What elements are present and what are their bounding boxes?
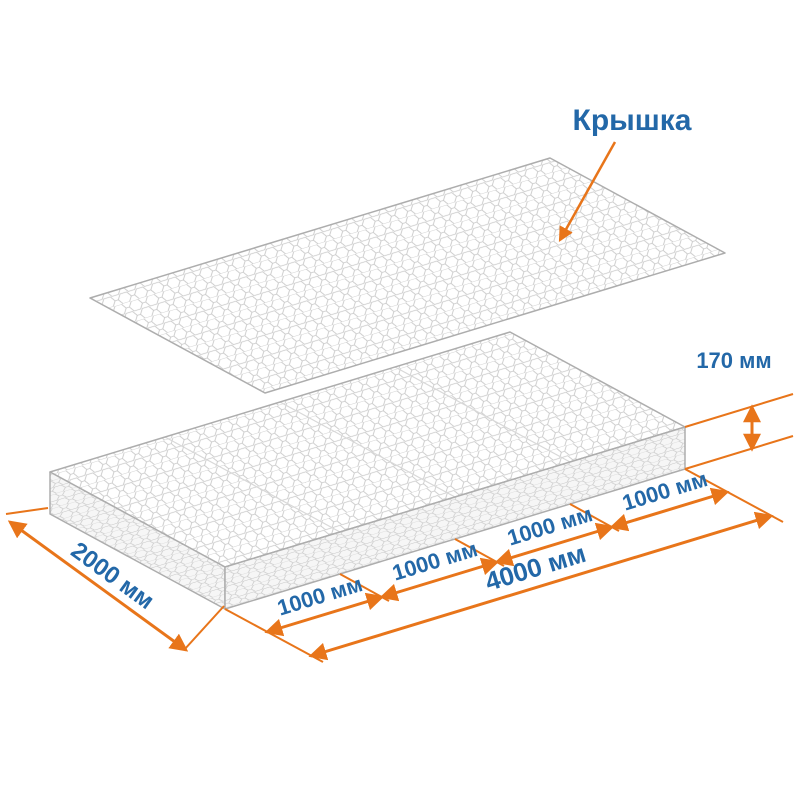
width-dimension-arrow — [7, 520, 189, 652]
diaphragm-line — [394, 366, 571, 463]
segment-extension-line — [224, 608, 324, 663]
height-extension-top — [684, 393, 794, 428]
mattress-body — [49, 331, 686, 610]
lid-panel — [89, 157, 726, 394]
height-extension-bottom — [684, 435, 794, 470]
lid-mesh-texture — [90, 158, 725, 393]
lid-label: Крышка — [573, 104, 692, 137]
total-length-dimension — [308, 511, 774, 661]
lid-frame-outline — [89, 157, 726, 394]
height-dimension — [684, 393, 794, 470]
total-length-arrow — [308, 511, 774, 661]
width-extension-top — [5, 507, 49, 515]
height-dim-label: 170 мм — [696, 348, 771, 373]
diaphragm-line — [279, 401, 456, 498]
lid-leader — [558, 141, 617, 242]
lid-leader-arrow — [558, 141, 617, 242]
width-extension-bottom — [183, 605, 225, 651]
width-dimension — [5, 507, 225, 652]
